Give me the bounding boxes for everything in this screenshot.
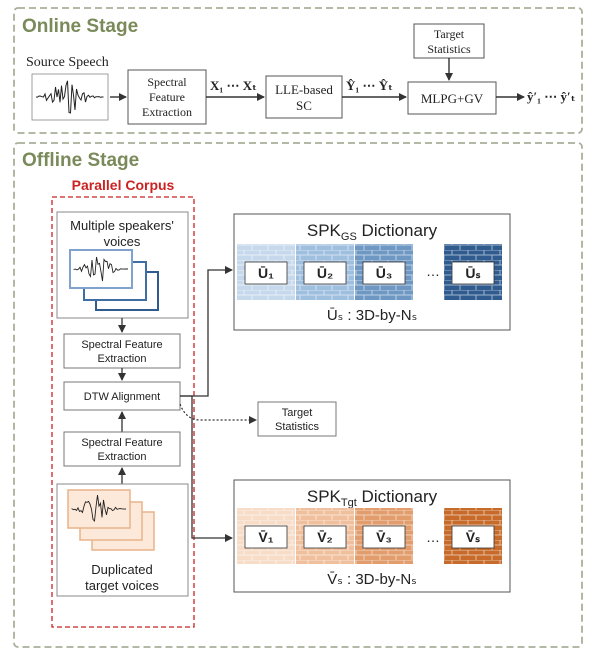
- offline-feature-extraction-top: Spectral Feature Extraction: [63, 333, 181, 369]
- offline-stage: Offline Stage Parallel Corpus Multiple s…: [13, 142, 583, 648]
- tgt-cell-3: [362, 525, 406, 549]
- gs-cell-3: [362, 261, 406, 285]
- offline-target-statistics-box: Target Statistics: [257, 401, 337, 437]
- mlpg-gv-box: MLPG+GV: [407, 81, 497, 115]
- online-feature-line3: Extraction: [142, 105, 192, 119]
- offline-feature-extraction-bottom: Spectral Feature Extraction: [63, 431, 181, 467]
- source-waveform-icon: [31, 73, 109, 121]
- mlpg-label: MLPG+GV: [421, 91, 484, 106]
- tgt-cell-2-label: V̄₂: [317, 528, 333, 545]
- gs-caption: Ūₛ : 3D-by-Nₛ: [327, 307, 417, 324]
- gs-dictionary: SPKGS Dictionary Ū₁ Ū₂ Ū₃ Ūₛ … Ūₛ : 3D-by-N…: [233, 213, 511, 331]
- gs-cell-1: [244, 261, 288, 285]
- online-target-stats-line1: Target: [434, 27, 465, 41]
- speakers-label-line1: Multiple speakers': [70, 218, 174, 233]
- offline-stage-title: Offline Stage: [22, 150, 139, 171]
- gs-cell-2-label: Ū₂: [317, 265, 333, 281]
- target-label-line1: Duplicated: [91, 562, 152, 577]
- tgt-ellipsis: …: [426, 529, 440, 545]
- tgt-cell-4: [451, 525, 495, 549]
- online-stage: Online Stage Source Speech Spectral Feat…: [13, 7, 583, 134]
- tgt-cell-2: [303, 525, 347, 549]
- speakers-label-line2: voices: [104, 234, 141, 249]
- tgt-cell-1: [244, 525, 288, 549]
- target-label-line2: target voices: [85, 578, 159, 593]
- lle-line2: SC: [296, 98, 312, 113]
- tgt-cell-4-label: V̄ₛ: [466, 528, 481, 545]
- arrow-dtw-to-tgt-dictionary: [180, 395, 233, 542]
- gs-cell-4: [451, 261, 495, 285]
- online-feature-line1: Spectral: [147, 75, 187, 89]
- online-target-stats-line2: Statistics: [427, 42, 471, 56]
- duplicated-target-box: Duplicated target voices: [56, 483, 189, 597]
- tgt-caption: V̄ₛ : 3D-by-Nₛ: [327, 571, 417, 588]
- online-stage-frame: [13, 7, 583, 134]
- gs-cell-4-label: Ūₛ: [465, 265, 480, 281]
- lle-line1: LLE-based: [275, 82, 333, 97]
- tgt-dictionary: SPKTgt Dictionary V̄₁ V̄₂ V̄₃ V̄ₛ … V̄ₛ : 3…: [233, 479, 511, 593]
- dtw-label: DTW Alignment: [84, 391, 160, 403]
- online-stage-title: Online Stage: [22, 16, 138, 37]
- target-waveform-stack-icon: [67, 489, 155, 551]
- online-target-statistics-box: Target Statistics: [413, 23, 485, 59]
- source-speech-label: Source Speech: [26, 55, 109, 70]
- online-feature-line2: Feature: [149, 90, 185, 104]
- dtw-alignment-box: DTW Alignment: [63, 381, 181, 411]
- multiple-speakers-box: Multiple speakers' voices: [56, 211, 189, 319]
- gs-cell-1-label: Ū₁: [258, 265, 274, 281]
- tgt-cell-1-label: V̄₁: [258, 528, 273, 545]
- parallel-corpus-title: Parallel Corpus: [72, 177, 175, 193]
- output-sequence-label: ŷ′₁ ⋯ ŷ′ₜ: [527, 89, 576, 104]
- feature-bottom-line1: Spectral Feature: [81, 437, 162, 449]
- feature-top-line2: Extraction: [98, 353, 147, 365]
- tgt-cell-3-label: V̄₃: [376, 528, 392, 545]
- feature-bottom-line2: Extraction: [98, 451, 147, 463]
- lle-sc-box: LLE-based SC: [265, 75, 343, 119]
- offline-target-stats-line1: Target: [282, 407, 313, 419]
- parallel-corpus-frame: [51, 196, 195, 628]
- yhat-sequence-label: Ŷ₁ ⋯ Ŷₜ: [346, 78, 393, 93]
- x-sequence-label: X₁ ⋯ Xₜ: [210, 78, 257, 93]
- online-feature-extraction-box: Spectral Feature Extraction: [127, 69, 207, 125]
- speaker-waveform-stack-icon: [69, 249, 159, 311]
- tgt-dictionary-title: SPKTgt Dictionary: [307, 487, 438, 509]
- gs-dictionary-title: SPKGS Dictionary: [307, 221, 438, 243]
- gs-cell-2: [303, 261, 347, 285]
- feature-top-line1: Spectral Feature: [81, 339, 162, 351]
- gs-ellipsis: …: [426, 263, 440, 279]
- gs-cell-3-label: Ū₃: [376, 265, 393, 281]
- offline-target-stats-line2: Statistics: [275, 421, 320, 433]
- arrow-dtw-to-gs-dictionary: [180, 266, 233, 397]
- offline-stage-frame: [13, 142, 583, 648]
- dotted-arrow-to-target-stats: [179, 403, 257, 424]
